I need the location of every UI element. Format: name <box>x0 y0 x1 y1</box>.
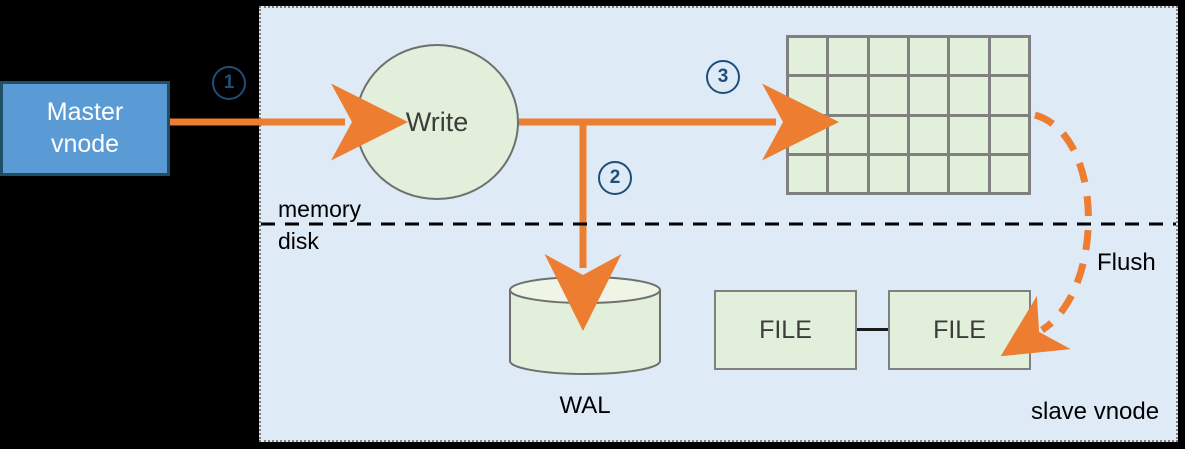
master-vnode-box[interactable]: Master vnode <box>0 81 170 176</box>
wal-label: WAL <box>559 392 611 419</box>
memory-cell <box>789 77 827 114</box>
memory-cell <box>909 77 948 114</box>
memory-cell <box>990 38 1028 75</box>
wal-cylinder-shape <box>509 276 661 375</box>
file-box-2-label: FILE <box>933 315 986 344</box>
step-number-3: 3 <box>706 60 740 94</box>
memory-cell <box>829 77 867 114</box>
memory-cell <box>909 38 948 75</box>
step-number-1: 1 <box>212 66 246 100</box>
memory-cell <box>829 38 867 75</box>
memory-cell <box>829 155 867 192</box>
memory-cell <box>990 77 1028 114</box>
wal-cylinder[interactable] <box>509 276 661 375</box>
memory-cell <box>950 155 988 192</box>
memory-cell <box>950 38 988 75</box>
memory-tier-label: memory <box>278 196 362 222</box>
memory-cell <box>829 116 867 153</box>
file-box-2[interactable]: FILE <box>888 290 1031 370</box>
flush-label: Flush <box>1097 249 1156 276</box>
memory-cell <box>990 155 1028 192</box>
memory-cell <box>789 38 827 75</box>
memory-cell <box>950 116 988 153</box>
memory-cell <box>990 116 1028 153</box>
slave-vnode-label: slave vnode <box>1031 398 1160 425</box>
memory-cell <box>869 116 907 153</box>
disk-tier-label: disk <box>278 228 319 254</box>
memory-cell <box>950 77 988 114</box>
memory-cell <box>869 155 907 192</box>
memory-cell <box>869 77 907 114</box>
memory-cell <box>789 116 827 153</box>
file-box-1[interactable]: FILE <box>714 290 857 370</box>
write-node[interactable]: Write <box>355 44 519 200</box>
memory-cell <box>869 38 907 75</box>
file-connector-line <box>857 328 888 331</box>
write-node-label: Write <box>405 106 469 137</box>
step-number-2: 2 <box>598 161 632 195</box>
memory-cell <box>789 155 827 192</box>
file-box-1-label: FILE <box>759 315 812 344</box>
memory-cell <box>909 116 948 153</box>
memory-table-grid[interactable] <box>786 35 1031 195</box>
memory-cell <box>909 155 948 192</box>
